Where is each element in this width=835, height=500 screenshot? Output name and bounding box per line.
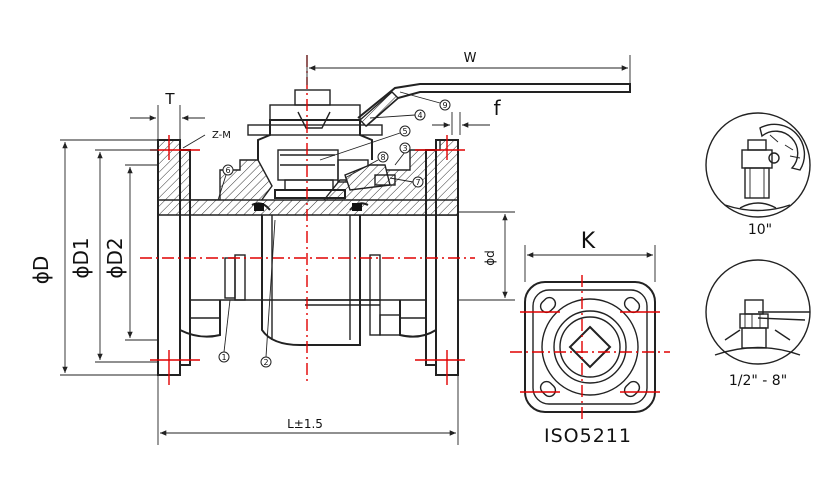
callout-9: 9 <box>442 101 447 110</box>
detail-small-sizes <box>705 259 811 365</box>
callout-4: 4 <box>417 111 422 120</box>
dim-f: f <box>493 96 501 120</box>
dim-phi-D1: ϕD1 <box>69 237 93 278</box>
dim-phi-d: ϕd <box>483 250 497 266</box>
dim-W: W <box>464 51 477 66</box>
handle <box>357 83 631 127</box>
detail-10-inch <box>705 112 811 218</box>
stem-square <box>568 325 612 369</box>
dim-L: L±1.5 <box>287 417 323 431</box>
detail-label-10-inch: 10" <box>748 222 772 238</box>
ball <box>261 215 361 346</box>
dim-K: K <box>581 229 596 254</box>
callout-6: 6 <box>225 166 230 175</box>
iso5211-flange-view <box>510 245 670 420</box>
callout-5: 5 <box>402 127 407 136</box>
dim-T: T <box>164 90 175 108</box>
callout-3: 3 <box>402 144 407 153</box>
callout-2: 2 <box>263 358 268 367</box>
dimension-lines <box>60 55 631 445</box>
iso-standard-label: ISO5211 <box>544 425 632 447</box>
dim-phi-D: ϕD <box>29 256 53 285</box>
valve-section-view <box>140 55 631 385</box>
dim-thread: Z-M <box>212 130 231 141</box>
mounting-pad <box>524 281 656 413</box>
callout-1: 1 <box>221 353 226 362</box>
dim-phi-D2: ϕD2 <box>103 237 127 278</box>
part-callouts: 1 2 3 4 5 6 7 8 9 <box>217 91 451 368</box>
detail-label-small-sizes: 1/2" - 8" <box>729 373 787 389</box>
callout-7: 7 <box>415 178 420 187</box>
callout-8: 8 <box>380 153 385 162</box>
